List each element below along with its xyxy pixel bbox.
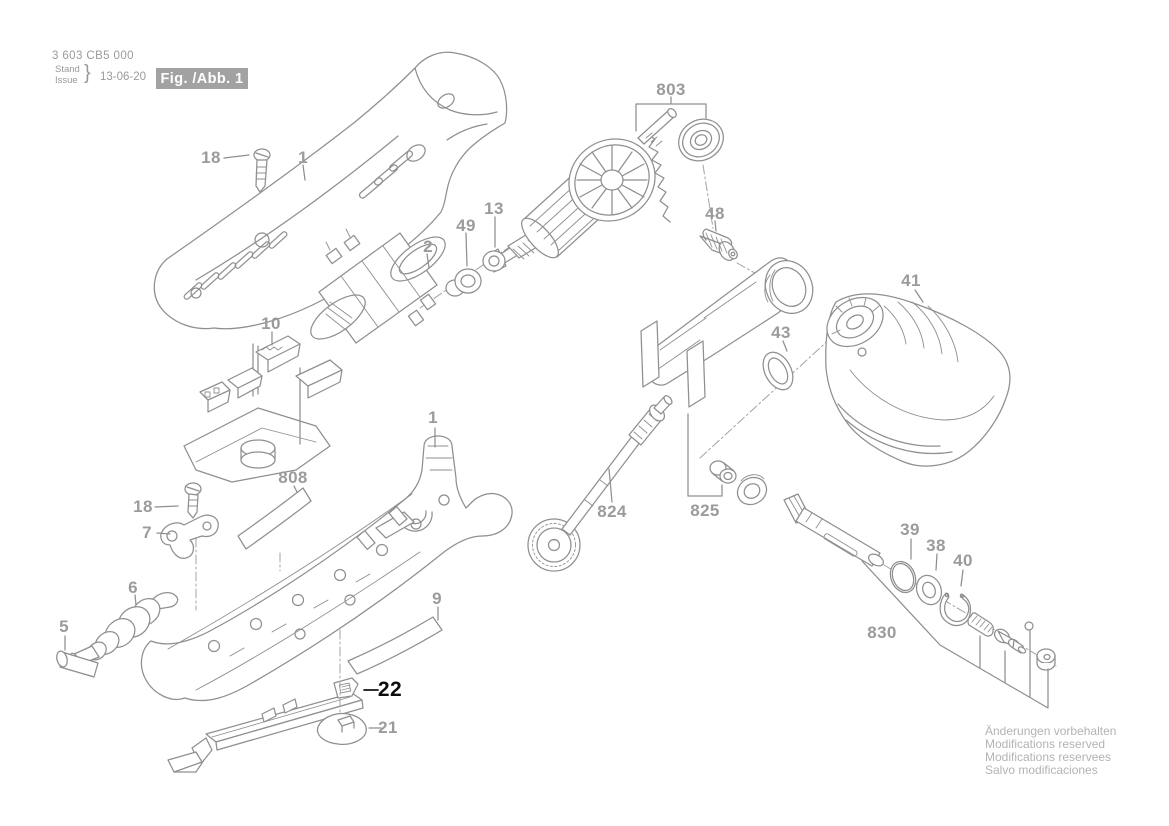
issue-date: 13-06-20 xyxy=(100,71,147,83)
clamp-7-drawing xyxy=(160,514,219,559)
callout-808-11[interactable]: 808 xyxy=(278,468,308,487)
callout-830-22[interactable]: 830 xyxy=(867,623,897,642)
callout-1-10[interactable]: 1 xyxy=(428,408,438,427)
ring-49-drawing xyxy=(445,268,482,297)
stand-issue-label: Stand Issue xyxy=(55,64,80,86)
callout-48-6[interactable]: 48 xyxy=(705,204,725,223)
note-line-es: Salvo modificaciones xyxy=(985,763,1098,777)
callout-824-16[interactable]: 824 xyxy=(597,502,627,521)
callout-1-1[interactable]: 1 xyxy=(298,148,308,167)
spring-drawing xyxy=(967,612,994,637)
washer-38-drawing xyxy=(915,574,943,606)
slider-22-drawing xyxy=(167,677,364,773)
screw-18-top-drawing xyxy=(253,148,271,193)
snap-ring-40-drawing xyxy=(939,592,972,627)
callout-6-14[interactable]: 6 xyxy=(128,578,138,597)
document-part-number: 3 603 CB5 000 xyxy=(52,50,134,62)
issue-label: Issue xyxy=(55,74,78,86)
module-10-drawing xyxy=(183,335,343,483)
modification-notes: Änderungen vorbehalten Modifications res… xyxy=(985,725,1116,777)
callout-38-20[interactable]: 38 xyxy=(926,536,946,555)
brace-glyph: } xyxy=(84,62,91,84)
armature-803-drawing xyxy=(495,107,724,266)
callout-7-13[interactable]: 7 xyxy=(142,523,152,542)
detent-pin-drawing xyxy=(993,628,1027,654)
field-2-drawing xyxy=(310,228,446,344)
callout-9-18[interactable]: 9 xyxy=(432,589,442,608)
o-ring-43-drawing xyxy=(762,351,794,391)
callout-41-7[interactable]: 41 xyxy=(901,271,921,290)
callout-18-0[interactable]: 18 xyxy=(201,148,221,167)
callout-803-2[interactable]: 803 xyxy=(656,80,686,99)
callout-13-3[interactable]: 13 xyxy=(484,199,504,218)
callout-21-24[interactable]: 21 xyxy=(378,718,398,737)
callout-10-8[interactable]: 10 xyxy=(261,314,281,333)
o-ring-39-drawing xyxy=(889,560,917,594)
cable-5-drawing xyxy=(56,650,99,678)
lower-housing-drawing xyxy=(140,435,513,702)
cover-41-drawing xyxy=(825,293,1011,467)
bushing-825-drawing xyxy=(709,460,768,506)
callout-43-9[interactable]: 43 xyxy=(771,323,791,342)
gear-arm-drawing xyxy=(640,257,814,408)
callout-825-17[interactable]: 825 xyxy=(690,501,720,520)
figure-badge: Fig. /Abb. 1 xyxy=(156,68,248,89)
upper-housing-drawing xyxy=(153,51,508,330)
nut-drawing xyxy=(1036,648,1056,671)
note-line-de: Änderungen vorbehalten xyxy=(985,724,1117,738)
callout-2-5[interactable]: 2 xyxy=(423,237,433,256)
sticker-9-drawing xyxy=(347,616,443,675)
spindle-830-drawing xyxy=(783,493,884,567)
callout-49-4[interactable]: 49 xyxy=(456,216,476,235)
shaft-824-drawing xyxy=(527,395,673,572)
callout-40-21[interactable]: 40 xyxy=(953,551,973,570)
leader-lines xyxy=(64,96,1049,729)
cover-21-drawing xyxy=(316,712,367,746)
screw-18-lower-drawing xyxy=(184,482,202,519)
pinion-48-drawing xyxy=(699,228,738,261)
stand-label: Stand xyxy=(55,64,80,75)
sticker-808-drawing xyxy=(237,487,312,550)
callout-18-12[interactable]: 18 xyxy=(133,497,153,516)
callout-22-23[interactable]: 22 xyxy=(377,678,403,701)
sleeve-13-drawing xyxy=(482,248,507,273)
ball-drawing xyxy=(1024,621,1034,631)
note-line-en: Modifications reserved xyxy=(985,737,1106,751)
note-line-fr: Modifications reservees xyxy=(985,750,1112,764)
callout-39-19[interactable]: 39 xyxy=(900,520,920,539)
callout-5-15[interactable]: 5 xyxy=(59,617,69,636)
